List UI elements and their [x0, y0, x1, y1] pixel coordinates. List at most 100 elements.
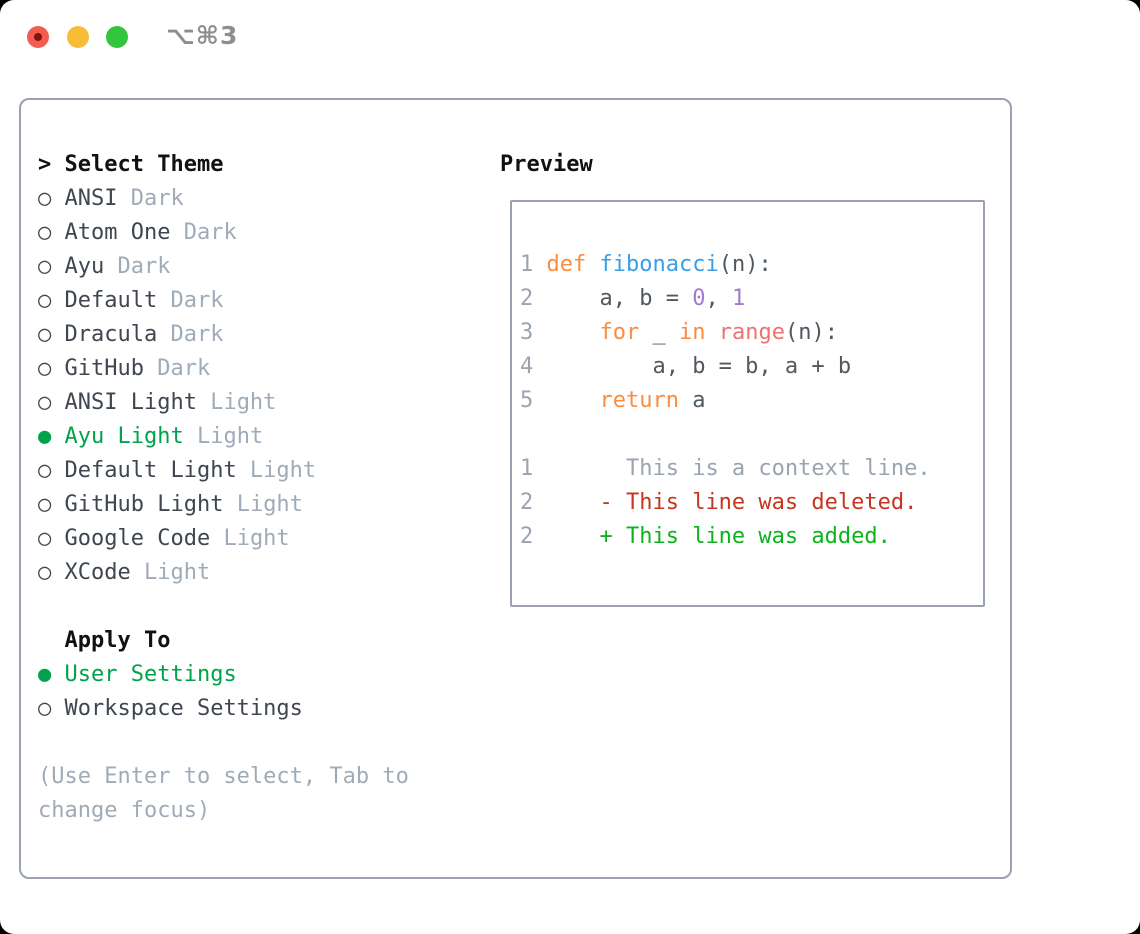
select-theme-header: > Select Theme [38, 148, 409, 182]
theme-item-ansi[interactable]: ○ ANSI Dark [38, 182, 409, 216]
preview-line-2: 2 a, b = 0, 1 [520, 282, 931, 316]
radio-icon: ○ [38, 458, 65, 483]
theme-item-github[interactable]: ○ GitHub Dark [38, 352, 409, 386]
theme-variant: Light [196, 390, 277, 415]
theme-name: Dracula [64, 322, 158, 347]
code-segment-add: + This line was added. [546, 524, 891, 549]
code-segment-kw: def [546, 252, 600, 277]
preview-line-6 [520, 418, 931, 452]
radio-icon: ○ [38, 492, 65, 517]
code-segment-kw: for [599, 320, 640, 345]
theme-variant: Dark [157, 288, 224, 313]
apply-option-user-settings[interactable]: ● User Settings [38, 658, 409, 692]
spacer [38, 726, 409, 760]
radio-selected-icon: ● [38, 424, 65, 449]
window-titlebar: ⌥⌘3 [0, 0, 1140, 72]
radio-icon: ○ [38, 322, 65, 347]
radio-icon: ○ [38, 696, 65, 721]
preview-line-8: 2 - This line was deleted. [520, 486, 931, 520]
theme-item-xcode[interactable]: ○ XCode Light [38, 556, 409, 590]
code-segment-num: 4 [520, 354, 547, 379]
radio-icon: ○ [38, 186, 65, 211]
theme-name: Default Light [64, 458, 237, 483]
theme-name: Ayu Light [64, 424, 184, 449]
code-segment-const: 1 [731, 286, 746, 311]
help-text: (Use Enter to select, Tab to change focu… [38, 760, 409, 828]
radio-selected-icon: ● [38, 662, 65, 687]
code-segment-fg [547, 320, 600, 345]
select-theme-title: Select Theme [64, 152, 224, 177]
minimize-button[interactable] [67, 26, 89, 48]
code-segment-num: 2 [520, 490, 547, 515]
code-segment-num: 2 [520, 286, 547, 311]
theme-variant: Light [210, 526, 290, 551]
code-segment-const: 0 [692, 286, 706, 311]
code-segment-fg: a [678, 388, 706, 413]
theme-name: Default [64, 288, 158, 313]
theme-variant: Light [183, 424, 264, 449]
code-segment-call: range [718, 320, 785, 345]
theme-list-column: > Select Theme ○ ANSI Dark○ Atom One Dar… [38, 148, 409, 828]
code-segment-num: 5 [520, 388, 547, 413]
preview-line-9: 2 + This line was added. [520, 520, 931, 554]
theme-variant: Light [130, 560, 211, 585]
theme-variant: Dark [117, 186, 184, 211]
apply-option-label: User Settings [64, 662, 237, 687]
theme-item-dracula[interactable]: ○ Dracula Dark [38, 318, 409, 352]
theme-item-default[interactable]: ○ Default Dark [38, 284, 409, 318]
zoom-button[interactable] [106, 26, 128, 48]
theme-item-ayu-light[interactable]: ● Ayu Light Light [38, 420, 409, 454]
close-button[interactable] [27, 26, 49, 48]
theme-name: GitHub [64, 356, 144, 381]
spacer [38, 590, 409, 624]
apply-to-options: ● User Settings○ Workspace Settings [38, 658, 409, 726]
theme-variant: Light [236, 458, 317, 483]
theme-variant: Dark [170, 220, 237, 245]
code-segment-fg [547, 388, 600, 413]
theme-name: Ayu [64, 254, 105, 279]
theme-item-ayu[interactable]: ○ Ayu Dark [38, 250, 409, 284]
preview-line-3: 3 for _ in range(n): [520, 316, 931, 350]
window-title-shortcut: ⌥⌘3 [166, 21, 239, 50]
radio-icon: ○ [38, 560, 65, 585]
code-segment-del: - This line was deleted. [546, 490, 918, 515]
theme-variant: Light [223, 492, 303, 517]
code-segment-fg: (n): [718, 252, 772, 277]
apply-to-header: Apply To [38, 624, 409, 658]
close-button-dot-icon [34, 33, 42, 41]
cursor-icon: > [38, 152, 65, 177]
code-segment-fg [705, 320, 718, 345]
theme-item-default-light[interactable]: ○ Default Light Light [38, 454, 409, 488]
preview-header: Preview [500, 152, 593, 177]
code-segment-num: 1 [520, 252, 547, 277]
radio-icon: ○ [38, 356, 65, 381]
theme-list: ○ ANSI Dark○ Atom One Dark○ Ayu Dark○ De… [38, 182, 409, 590]
theme-name: Google Code [64, 526, 211, 551]
code-segment-fg: a, b = [546, 286, 693, 311]
apply-to-title: Apply To [64, 628, 171, 653]
theme-name: GitHub Light [64, 492, 224, 517]
apply-option-workspace-settings[interactable]: ○ Workspace Settings [38, 692, 409, 726]
code-segment-kw: return [599, 388, 679, 413]
theme-item-atom-one[interactable]: ○ Atom One Dark [38, 216, 409, 250]
code-segment-num: 2 [520, 524, 547, 549]
code-segment-num: 1 [520, 456, 547, 481]
code-segment-fg: a, b = b, a + b [546, 354, 852, 379]
theme-name: XCode [64, 560, 131, 585]
preview-line-4: 4 a, b = b, a + b [520, 350, 931, 384]
theme-variant: Dark [143, 356, 211, 381]
theme-item-ansi-light[interactable]: ○ ANSI Light Light [38, 386, 409, 420]
theme-name: Atom One [64, 220, 171, 245]
radio-icon: ○ [38, 526, 65, 551]
theme-item-google-code[interactable]: ○ Google Code Light [38, 522, 409, 556]
help-line-1: (Use Enter to select, Tab to [38, 764, 409, 789]
radio-icon: ○ [38, 288, 65, 313]
theme-item-github-light[interactable]: ○ GitHub Light Light [38, 488, 409, 522]
code-segment-fg: , [705, 286, 732, 311]
preview-line-7: 1 This is a context line. [520, 452, 931, 486]
code-segment-fg: (n): [784, 320, 838, 345]
code-segment-fg: _ [639, 320, 679, 345]
